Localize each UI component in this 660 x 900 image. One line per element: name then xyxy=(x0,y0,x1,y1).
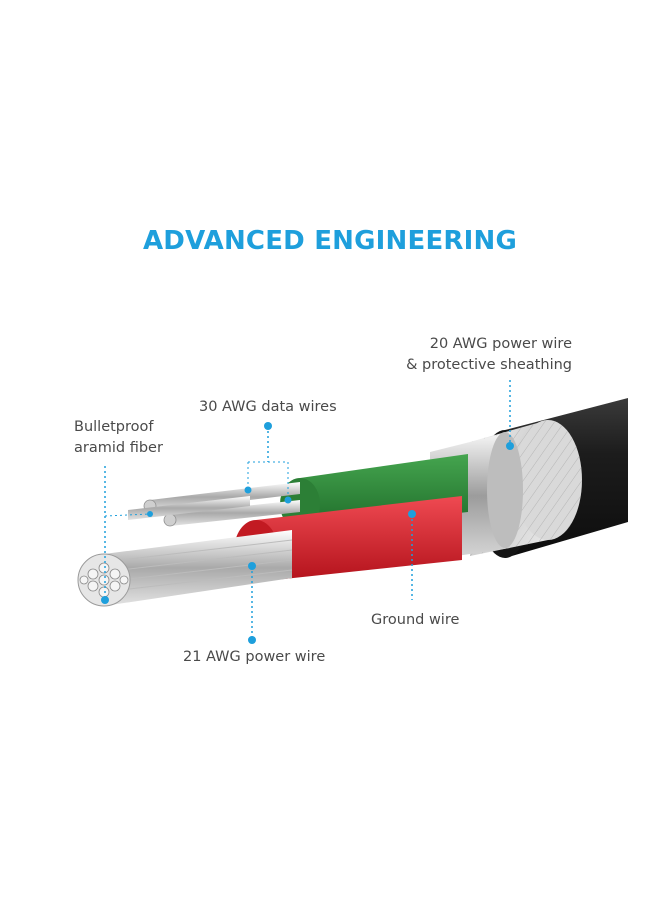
label-aramid: Bulletproof aramid fiber xyxy=(74,417,163,459)
label-power-21: 21 AWG power wire xyxy=(183,647,325,668)
label-ground-wire: Ground wire xyxy=(371,610,459,631)
label-data-wires: 30 AWG data wires xyxy=(199,397,337,418)
label-power-sheath: 20 AWG power wire & protective sheathing xyxy=(406,334,572,376)
label-aramid-line2: aramid fiber xyxy=(74,438,163,459)
stranded-power-conductor xyxy=(78,530,292,606)
label-aramid-line1: Bulletproof xyxy=(74,417,163,438)
label-power-sheath-line1: 20 AWG power wire xyxy=(406,334,572,355)
label-power-sheath-line2: & protective sheathing xyxy=(406,355,572,376)
